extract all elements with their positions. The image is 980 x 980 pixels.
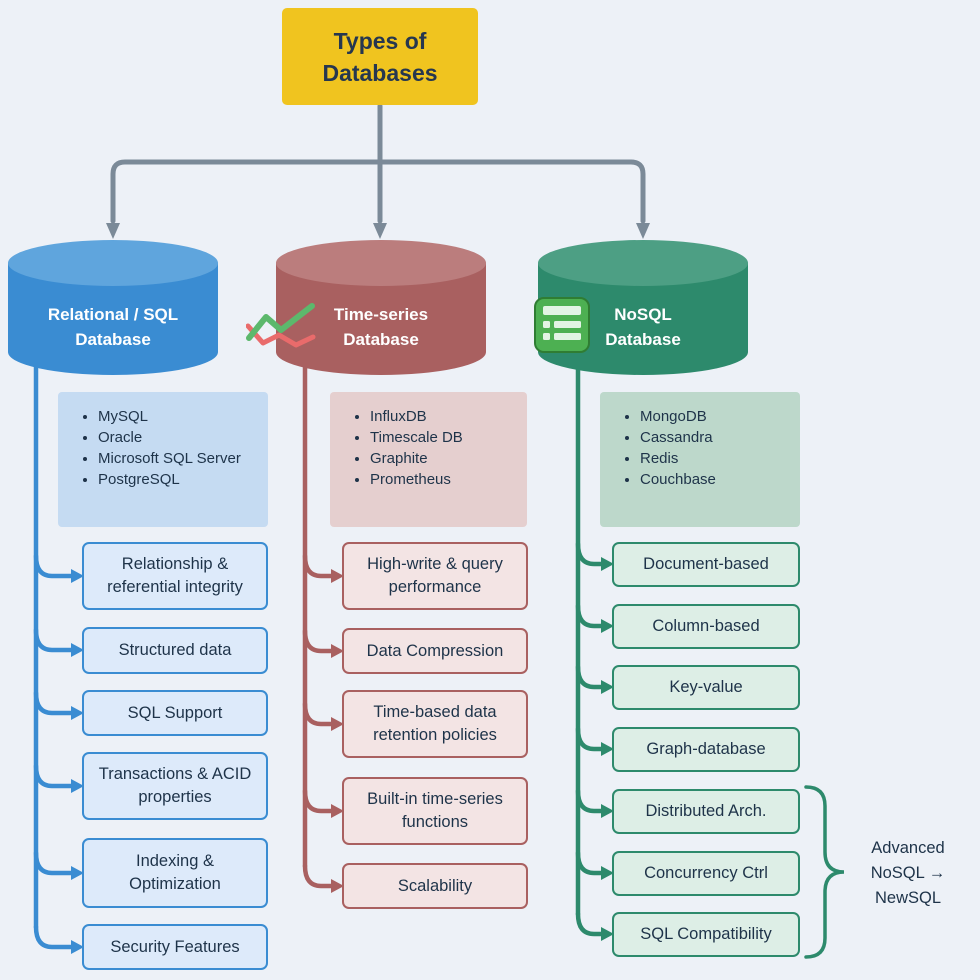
- nosql-connectors: [575, 359, 614, 941]
- nosql-feature: Distributed Arch.: [612, 789, 800, 834]
- nosql-database-label: NoSQL Database: [538, 302, 748, 352]
- cylinder-top: [276, 240, 486, 286]
- example-list: MySQL Oracle Microsoft SQL Server Postgr…: [72, 406, 262, 490]
- title-connectors: [106, 103, 650, 239]
- example-item: MySQL: [98, 406, 262, 427]
- relational-examples: MySQL Oracle Microsoft SQL Server Postgr…: [58, 392, 268, 527]
- timeseries-connectors: [302, 359, 344, 893]
- relational-database-label: Relational / SQL Database: [8, 302, 218, 352]
- timeseries-feature: Built-in time-series functions: [342, 777, 528, 845]
- annotation-line-2: NoSQL →: [870, 864, 946, 882]
- annotation-line-3: NewSQL: [874, 889, 942, 907]
- relational-feature: SQL Support: [82, 690, 268, 736]
- label-line-1: NoSQL: [614, 305, 672, 324]
- example-item: Prometheus: [370, 469, 521, 490]
- timeseries-examples: InfluxDB Timescale DB Graphite Prometheu…: [330, 392, 527, 527]
- timeseries-feature: High-write & query performance: [342, 542, 528, 610]
- nosql-feature: Key-value: [612, 665, 800, 710]
- example-item: Timescale DB: [370, 427, 521, 448]
- nosql-feature: SQL Compatibility: [612, 912, 800, 957]
- table-icon: [534, 297, 590, 353]
- label-line-2: Database: [605, 330, 681, 349]
- example-item: Graphite: [370, 448, 521, 469]
- nosql-database-cylinder: NoSQL Database: [538, 240, 748, 375]
- newsql-annotation: Advanced NoSQL → NewSQL: [854, 836, 962, 911]
- relational-feature: Transactions & ACID properties: [82, 752, 268, 820]
- relational-feature: Security Features: [82, 924, 268, 970]
- nosql-feature: Document-based: [612, 542, 800, 587]
- cylinder-top: [538, 240, 748, 286]
- title-line-2: Databases: [322, 59, 438, 86]
- nosql-feature: Column-based: [612, 604, 800, 649]
- line-chart-icon: [246, 303, 316, 348]
- nosql-feature: Concurrency Ctrl: [612, 851, 800, 896]
- relational-feature: Relationship & referential integrity: [82, 542, 268, 610]
- example-list: InfluxDB Timescale DB Graphite Prometheu…: [344, 406, 521, 490]
- relational-feature: Structured data: [82, 627, 268, 674]
- relational-database-cylinder: Relational / SQL Database: [8, 240, 218, 375]
- label-line-1: Time-series: [333, 305, 429, 324]
- label-line-2: Database: [343, 330, 419, 349]
- example-item: MongoDB: [640, 406, 794, 427]
- timeseries-feature: Scalability: [342, 863, 528, 909]
- example-item: Couchbase: [640, 469, 794, 490]
- example-item: Microsoft SQL Server: [98, 448, 262, 469]
- nosql-feature: Graph-database: [612, 727, 800, 772]
- relational-connectors: [33, 359, 84, 954]
- newsql-brace: [804, 785, 845, 959]
- annotation-line-1: Advanced: [871, 839, 945, 857]
- label-line-1: Relational / SQL: [47, 305, 179, 324]
- cylinder-top: [8, 240, 218, 286]
- timeseries-database-label: Time-series Database: [276, 302, 486, 352]
- example-item: Cassandra: [640, 427, 794, 448]
- example-list: MongoDB Cassandra Redis Couchbase: [614, 406, 794, 490]
- example-item: Redis: [640, 448, 794, 469]
- relational-feature: Indexing & Optimization: [82, 838, 268, 908]
- example-item: InfluxDB: [370, 406, 521, 427]
- title-line-1: Types of: [333, 27, 427, 54]
- page-title: Types of Databases: [282, 8, 478, 105]
- example-item: PostgreSQL: [98, 469, 262, 490]
- nosql-examples: MongoDB Cassandra Redis Couchbase: [600, 392, 800, 527]
- timeseries-feature: Data Compression: [342, 628, 528, 674]
- example-item: Oracle: [98, 427, 262, 448]
- label-line-2: Database: [75, 330, 151, 349]
- timeseries-database-cylinder: Time-series Database: [276, 240, 486, 375]
- timeseries-feature: Time-based data retention policies: [342, 690, 528, 758]
